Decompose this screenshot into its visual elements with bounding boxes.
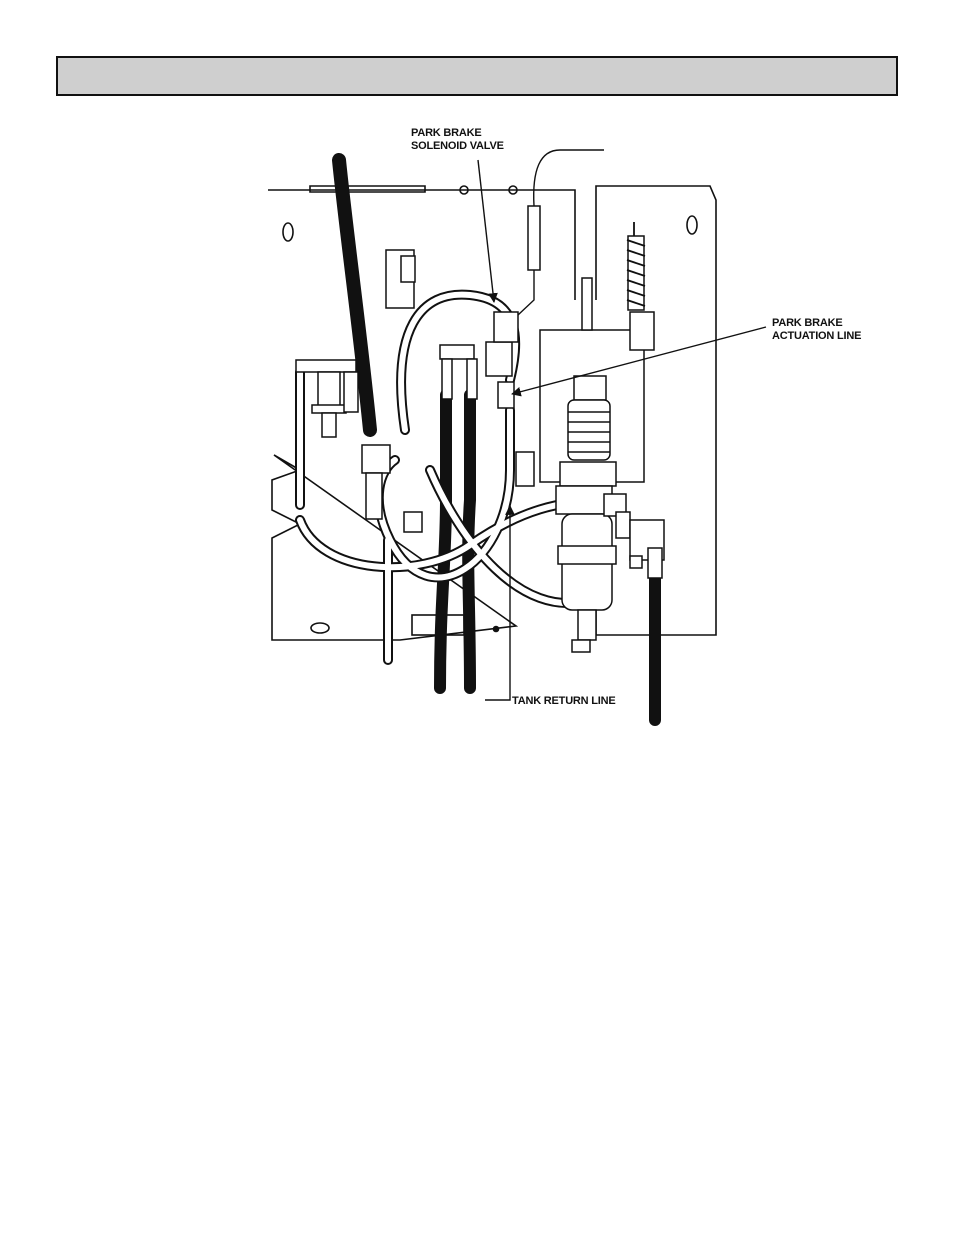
cylinder-bellows — [568, 411, 610, 453]
return-spring — [626, 222, 646, 307]
callout-solenoid-valve-line1: PARK BRAKE — [411, 127, 482, 139]
solenoid-wire — [517, 149, 604, 316]
section-header-bar — [56, 56, 898, 96]
callout-leaders — [477, 159, 767, 701]
callout-solenoid-valve-line2: SOLENOID VALVE — [411, 140, 504, 152]
callout-actuation-line-line2: ACTUATION LINE — [772, 330, 861, 342]
callout-tank-return-line: TANK RETURN LINE — [512, 695, 616, 707]
callout-actuation-line-line1: PARK BRAKE — [772, 317, 843, 329]
